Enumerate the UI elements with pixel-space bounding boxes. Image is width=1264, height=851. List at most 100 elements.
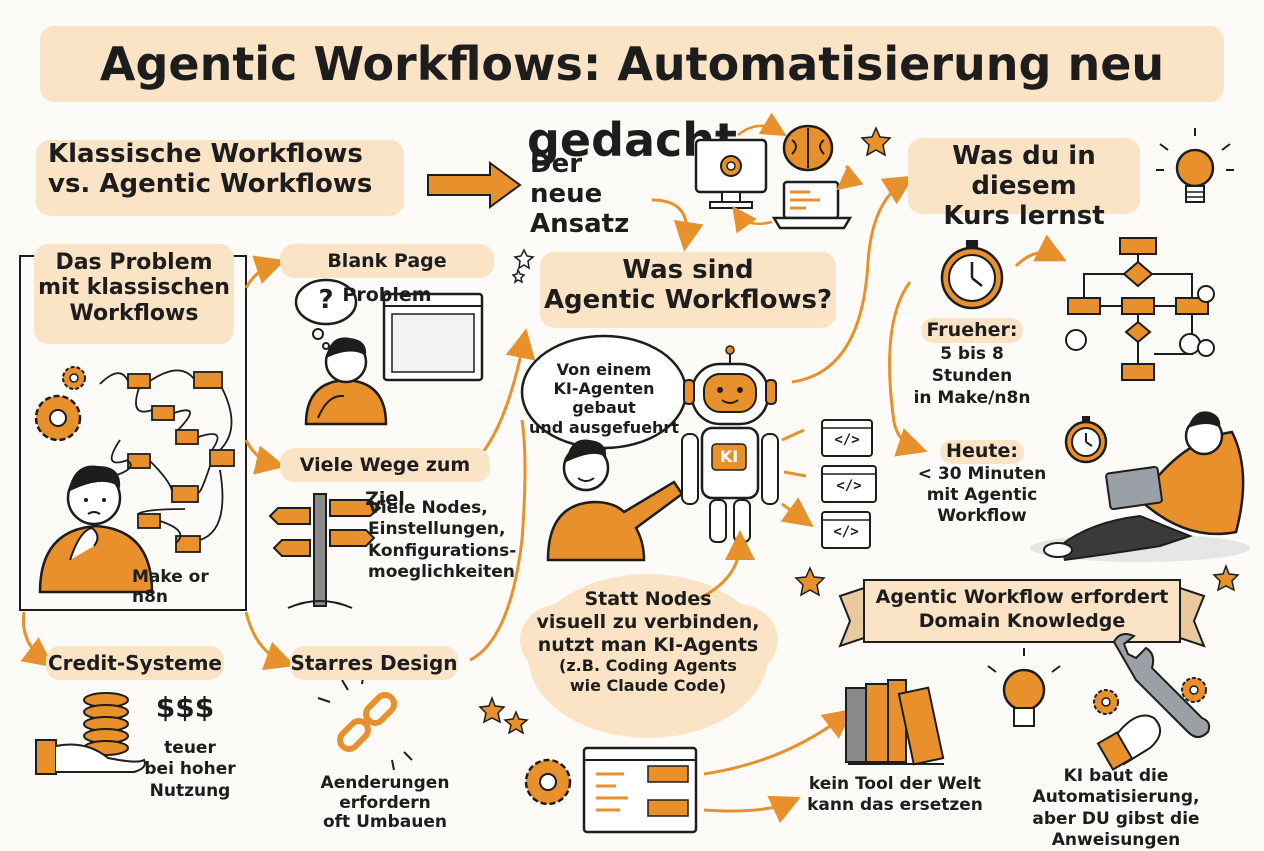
flowchart-icon [1065, 237, 1215, 381]
person-icon [38, 465, 154, 594]
window-icon [382, 292, 484, 382]
many-paths-line3: Konfigurations- [368, 540, 517, 561]
brain-icon [782, 124, 834, 172]
speech-text: Von einem KI-Agenten gebaut und ausgefue… [528, 360, 680, 437]
today-block: Heute: < 30 Minuten mit Agentic Workflow [912, 440, 1052, 528]
thought-bubble-icon [294, 278, 358, 350]
new-approach-line2: Ansatz [530, 208, 630, 239]
credits-money: $$$ [155, 691, 215, 724]
instead-line1: Statt Nodes [584, 588, 712, 610]
new-approach-line1: Der neue [530, 149, 603, 209]
stopwatch-icon [1064, 416, 1108, 464]
ki-line3: Anweisungen [1051, 829, 1181, 850]
signpost-icon [268, 493, 382, 609]
before-title: Frueher: [920, 318, 1024, 343]
compare-line1: Klassische Workflows [48, 139, 363, 169]
laptop-icon [771, 180, 853, 230]
domain-line2: Domain Knowledge [918, 609, 1126, 632]
instead-text: Statt Nodes visuell zu verbinden, nutzt … [534, 588, 762, 695]
problem-heading: Das Problem mit klassischen Workflows [34, 244, 234, 344]
speech-line2: KI-Agenten gebaut [553, 379, 655, 418]
what-are-heading: Was sind Agentic Workflows? [540, 252, 836, 328]
ki-text: KI baut die Automatisierung, aber DU gib… [996, 766, 1236, 851]
learn-heading: Was du in diesem Kurs lernst [908, 138, 1140, 231]
books-line2: kann das ersetzen [807, 795, 983, 816]
lightbulb-icon [1156, 128, 1234, 203]
flow-window-icon [582, 746, 698, 834]
speech-line3: und ausgefuehrt [529, 417, 679, 437]
rigid-line2: oft Umbauen [322, 812, 447, 833]
big-arrow [427, 161, 522, 209]
before-line1: 5 bis 8 Stunden [931, 343, 1013, 386]
person-icon [546, 439, 684, 562]
cloud-shape [520, 574, 778, 738]
many-paths-line2: Einstellungen, [368, 519, 506, 540]
monitor-icon [694, 138, 768, 209]
messy-flowchart-icon [99, 369, 235, 553]
blank-page-label: Blank Page Problem [280, 244, 494, 306]
today-title: Heute: [940, 440, 1024, 464]
code-window-icon [821, 419, 877, 549]
credits-label: Credit-Systeme [46, 646, 224, 680]
problem-line1: Das Problem [55, 250, 213, 275]
credits-text: teuer bei hoher Nutzung [140, 738, 240, 802]
robot-label: KI [719, 447, 739, 466]
gear-icon [34, 394, 82, 442]
robot-icon [681, 345, 779, 543]
books-text: kein Tool der Welt kann das ersetzen [800, 774, 990, 817]
sparkle-icon [511, 248, 535, 284]
lightbulb-icon [987, 648, 1061, 727]
ki-line1: KI baut die Automatisierung, [1032, 766, 1200, 808]
many-paths-text: Viele Nodes, Einstellungen, Konfiguratio… [368, 498, 517, 583]
learn-line1: Was du in diesem [952, 141, 1096, 201]
ribbon-banner [838, 579, 1206, 648]
many-paths-line1: Viele Nodes, [368, 498, 488, 518]
problem-line2: mit klassischen [38, 275, 230, 301]
domain-banner-text: Agentic Workflow erfordert Domain Knowle… [868, 586, 1176, 634]
page-title: Agentic Workflows: Automatisierung neu g… [40, 26, 1224, 167]
star-icon [860, 126, 892, 157]
code-tag-2: </> [836, 478, 862, 494]
person-icon [304, 337, 388, 426]
rigid-label: Starres Design [290, 646, 458, 680]
gear-icon [1181, 677, 1207, 703]
many-paths-line4: moeglichkeiten [368, 561, 515, 582]
instead-line5: wie Claude Code) [569, 675, 727, 695]
gear-icon [1093, 689, 1119, 715]
many-paths-label: Viele Wege zum Ziel [280, 448, 490, 510]
gear-icon [524, 758, 572, 806]
compare-line2: vs. Agentic Workflows [48, 168, 373, 199]
credits-line2: bei hoher [144, 759, 236, 780]
books-line1: kein Tool der Welt [808, 774, 982, 794]
coins-icon [83, 692, 129, 756]
wrench-icon [1096, 633, 1211, 771]
star-icon [478, 695, 529, 735]
today-line2: mit Agentic [926, 485, 1038, 505]
star-icon [794, 566, 826, 597]
instead-line3: nutzt man KI-Agents [537, 633, 759, 656]
credits-line3: Nutzung [149, 780, 231, 801]
speech-line1: Von einem [556, 360, 652, 379]
rigid-text: Aenderungen erfordern oft Umbauen [276, 773, 494, 833]
today-line1: < 30 Minuten [917, 463, 1047, 484]
domain-line1: Agentic Workflow erfordert [875, 586, 1169, 608]
instead-line4: (z.B. Coding Agents [559, 656, 737, 676]
problem-caption: Make or n8n [132, 567, 209, 607]
today-line3: Workflow [937, 506, 1027, 527]
before-line2: in Make/n8n [913, 387, 1031, 408]
chain-icon [317, 671, 413, 771]
problem-line3: Workflows [69, 300, 199, 326]
compare-heading: Klassische Workflows vs. Agentic Workflo… [36, 139, 404, 216]
ki-line2: aber DU gibst die [1032, 808, 1200, 829]
gear-icon [62, 366, 86, 390]
what-are-line2: Agentic Workflows? [543, 284, 833, 315]
rigid-line1: Aenderungen erfordern [320, 773, 450, 813]
hand-icon [35, 739, 146, 775]
learn-line2: Kurs lernst [943, 200, 1105, 231]
stopwatch-icon [940, 240, 1004, 310]
what-are-line1: Was sind [622, 255, 754, 285]
instead-line2: visuell zu verbinden, [536, 610, 760, 633]
credits-line1: teuer [164, 738, 216, 758]
books-icon [845, 679, 945, 766]
